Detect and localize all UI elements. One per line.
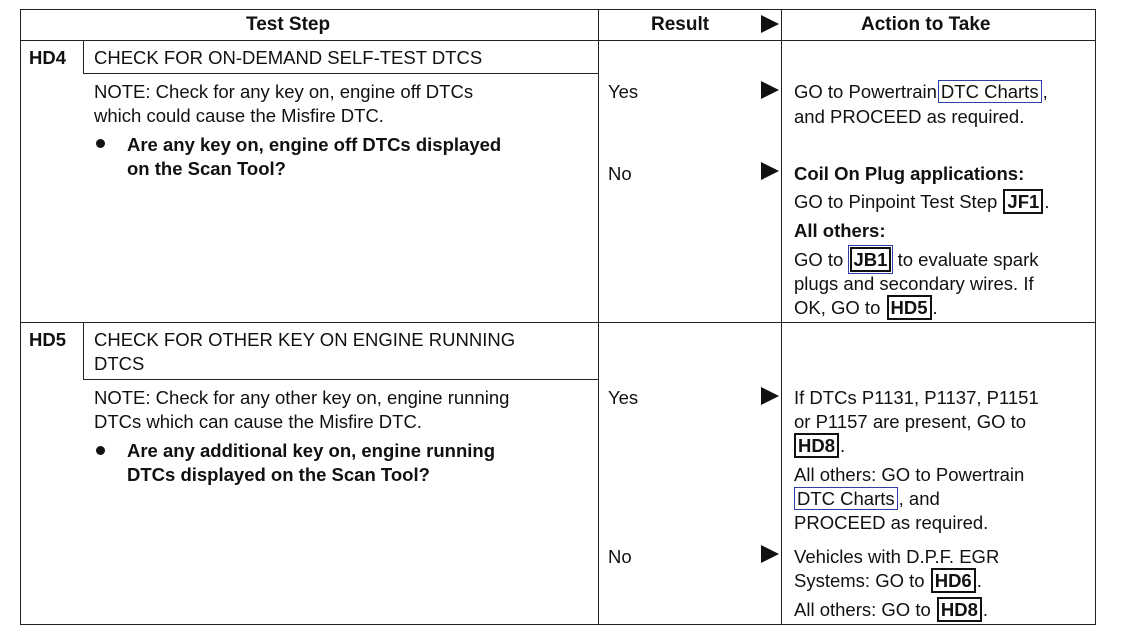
hd5-step-id: HD5	[29, 329, 67, 350]
hd4-note-line-2: which could cause the Misfire DTC.	[94, 105, 384, 126]
hd5-result-no: No	[608, 546, 632, 567]
hd5-note-line-2: DTCs which can cause the Misfire DTC.	[94, 411, 422, 432]
header-action: Action to Take	[861, 14, 991, 35]
hd4-id-divider	[83, 40, 84, 74]
hd4-title-underline	[83, 73, 598, 74]
hd4-cop-heading: Coil On Plug applications:	[794, 163, 1025, 184]
hd5-title-underline	[83, 379, 598, 380]
hd5-step-ref[interactable]: HD5	[886, 295, 932, 320]
hd4-result-no: No	[608, 163, 632, 184]
hd4-others-line-2: plugs and secondary wires. If	[794, 273, 1034, 294]
hd4-yes-action-line-2: and PROCEED as required.	[794, 106, 1025, 127]
table-border-left	[20, 9, 21, 625]
hd5-no-action-line-2: Systems: GO to HD6.	[794, 568, 982, 593]
jf1-step-ref[interactable]: JF1	[1003, 189, 1044, 214]
hd5-yes-action-line-6: PROCEED as required.	[794, 512, 989, 533]
hd4-others-line-1: GO to JB1 to evaluate spark	[794, 245, 1039, 274]
hd4-others-heading: All others:	[794, 220, 886, 241]
hd4-others-line-3: OK, GO to HD5.	[794, 295, 938, 320]
header-result: Result	[651, 14, 710, 35]
hd5-title-line-2: DTCS	[94, 353, 145, 374]
hd5-title-line-1: CHECK FOR OTHER KEY ON ENGINE RUNNING	[94, 329, 516, 350]
column-divider-test-step	[598, 9, 599, 625]
hd5-no-arrow-icon	[761, 545, 779, 563]
hd5-note-line-1: NOTE: Check for any other key on, engine…	[94, 387, 510, 408]
hd4-no-arrow-icon	[761, 162, 779, 180]
hd8-step-ref[interactable]: HD8	[936, 597, 982, 622]
hd4-result-yes: Yes	[608, 81, 639, 102]
column-divider-result	[781, 9, 782, 625]
hd5-id-divider	[83, 322, 84, 380]
hd5-yes-action-line-4: All others: GO to Powertrain	[794, 464, 1025, 485]
hd4-note-line-1: NOTE: Check for any key on, engine off D…	[94, 81, 474, 102]
hd5-no-action-line-1: Vehicles with D.P.F. EGR	[794, 546, 1000, 567]
jb1-step-ref[interactable]: JB1	[847, 245, 894, 274]
hd5-result-yes: Yes	[608, 387, 639, 408]
dtc-charts-link[interactable]: DTC Charts	[794, 487, 898, 510]
hd4-question-line-1: Are any key on, engine off DTCs displaye…	[127, 134, 502, 155]
header-arrow-icon	[761, 15, 779, 33]
hd5-no-action-line-3: All others: GO to HD8.	[794, 597, 989, 622]
header-bottom-rule	[20, 40, 1096, 41]
hd5-yes-action-line-5: DTC Charts, and	[794, 487, 940, 511]
hd8-step-ref[interactable]: HD8	[794, 433, 840, 458]
table-border-bottom	[20, 624, 1096, 625]
hd4-question-line-2: on the Scan Tool?	[127, 158, 286, 179]
dtc-charts-link[interactable]: DTC Charts	[937, 80, 1042, 103]
step-separator-rule	[20, 322, 1096, 323]
hd4-title: CHECK FOR ON-DEMAND SELF-TEST DTCS	[94, 47, 483, 68]
hd4-cop-line: GO to Pinpoint Test Step JF1.	[794, 189, 1050, 214]
table-border-right	[1095, 9, 1096, 625]
hd4-bullet-icon	[96, 139, 105, 148]
hd4-yes-arrow-icon	[761, 81, 779, 99]
hd5-yes-action-line-2: or P1157 are present, GO to	[794, 411, 1027, 432]
hd5-yes-action-line-3: HD8.	[794, 433, 845, 458]
hd5-yes-arrow-icon	[761, 387, 779, 405]
table-border-top	[20, 9, 1096, 10]
hd6-step-ref[interactable]: HD6	[930, 568, 976, 593]
hd5-bullet-icon	[96, 446, 105, 455]
header-test-step: Test Step	[246, 14, 331, 35]
hd5-question-line-2: DTCs displayed on the Scan Tool?	[127, 464, 430, 485]
hd5-question-line-1: Are any additional key on, engine runnin…	[127, 440, 495, 461]
hd4-step-id: HD4	[29, 47, 67, 68]
hd5-yes-action-line-1: If DTCs P1131, P1137, P1151	[794, 387, 1039, 408]
